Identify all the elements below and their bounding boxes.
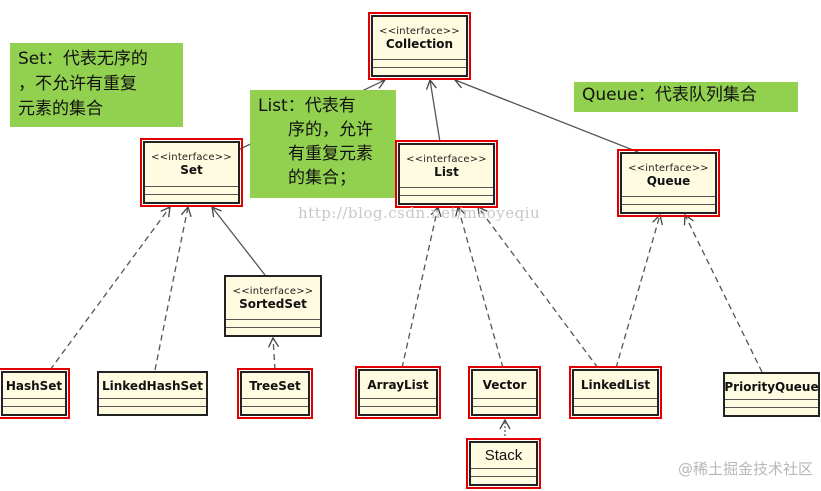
queue-note: Queue：代表队列集合: [574, 82, 798, 112]
set-header: <<interface>> Set: [145, 143, 238, 187]
queue-interface[interactable]: <<interface>> Queue: [617, 149, 720, 217]
linkedlist-header: LinkedList: [574, 371, 657, 399]
attributes-compartment: [725, 400, 818, 408]
edge-linkedhashset-set: [154, 205, 192, 371]
attributes-compartment: [360, 399, 436, 407]
methods-compartment: [725, 408, 818, 415]
priorityqueue-header: PriorityQueue: [724, 374, 819, 400]
edge-priorityqueue-queue: [683, 213, 763, 373]
class-name: SortedSet: [239, 296, 307, 311]
attributes-compartment: [574, 399, 657, 407]
vector-class[interactable]: Vector: [468, 366, 541, 419]
class-name: PriorityQueue: [724, 379, 819, 394]
set-interface[interactable]: <<interface>> Set: [140, 138, 243, 207]
collection-header: <<interface>> Collection: [373, 17, 466, 60]
stereotype-label: <<interface>>: [406, 153, 487, 165]
hashset-class[interactable]: HashSet: [0, 368, 70, 419]
priorityqueue-class[interactable]: PriorityQueue: [723, 372, 820, 417]
stereotype-label: <<interface>>: [628, 162, 709, 174]
list-note-line-3: 有重复元素: [288, 144, 373, 164]
class-name: Collection: [385, 36, 454, 51]
collection-interface[interactable]: <<interface>> Collection: [368, 12, 471, 80]
attributes-compartment: [400, 188, 493, 196]
corner-watermark: @稀土掘金技术社区: [677, 460, 813, 478]
methods-compartment: [622, 205, 715, 212]
class-name: List: [434, 164, 459, 179]
edge-linkedlist-queue: [615, 213, 663, 369]
methods-compartment: [574, 407, 657, 414]
methods-compartment: [473, 407, 536, 414]
class-name: Set: [180, 163, 203, 177]
class-name: Stack: [484, 447, 523, 464]
class-name: HashSet: [5, 378, 63, 393]
attributes-compartment: [99, 399, 206, 407]
queue-note-text: Queue：代表队列集合: [582, 85, 757, 105]
stereotype-label: <<interface>>: [232, 285, 314, 297]
methods-compartment: [400, 196, 493, 203]
stack-class[interactable]: Stack: [466, 438, 541, 489]
blog-watermark: http://blog.csdn.net/maoyeqiu: [298, 204, 541, 222]
linkedhashset-class[interactable]: LinkedHashSet: [97, 371, 208, 416]
methods-compartment: [242, 407, 308, 414]
list-interface[interactable]: <<interface>> List: [395, 140, 498, 208]
attributes-compartment: [622, 197, 715, 205]
list-note-line-1: List：代表有: [258, 96, 356, 116]
attributes-compartment: [242, 399, 308, 407]
arraylist-class[interactable]: ArrayList: [355, 366, 441, 419]
class-name: LinkedHashSet: [101, 378, 204, 393]
edge-hashset-set: [49, 205, 171, 371]
set-note-line-2: ，不允许有重复: [18, 74, 137, 94]
methods-compartment: [3, 407, 65, 414]
list-note-line-4: 的集合；: [288, 168, 356, 188]
list-note: List：代表有 序的，允许 有重复元素 的集合；: [250, 90, 396, 198]
methods-compartment: [99, 407, 206, 414]
treeset-header: TreeSet: [242, 373, 308, 399]
class-name: LinkedList: [580, 377, 651, 392]
attributes-compartment: [3, 399, 65, 407]
class-name: Queue: [646, 173, 691, 188]
attributes-compartment: [373, 60, 466, 68]
edge-sortedset-set: [211, 205, 266, 276]
attributes-compartment: [145, 187, 238, 195]
class-name: TreeSet: [249, 378, 301, 393]
methods-compartment: [360, 407, 436, 414]
stereotype-label: <<interface>>: [379, 25, 460, 37]
edge-treeset-sortedset: [267, 336, 280, 371]
attributes-compartment: [471, 469, 536, 477]
methods-compartment: [373, 68, 466, 75]
edge-list-collection: [425, 78, 441, 143]
methods-compartment: [145, 195, 238, 202]
list-header: <<interface>> List: [400, 145, 493, 188]
methods-compartment: [226, 328, 320, 335]
edge-arraylist-list: [401, 205, 442, 369]
queue-header: <<interface>> Queue: [622, 154, 715, 197]
attributes-compartment: [226, 320, 320, 328]
sortedset-interface[interactable]: <<interface>> SortedSet: [224, 275, 322, 337]
set-note: Set：代表无序的 ，不允许有重复 元素的集合: [10, 43, 183, 127]
set-note-line-3: 元素的集合: [18, 99, 103, 119]
stereotype-label: <<interface>>: [151, 152, 232, 163]
linkedlist-class[interactable]: LinkedList: [569, 366, 662, 419]
attributes-compartment: [473, 399, 536, 407]
class-name: Vector: [482, 377, 527, 392]
edge-linkedlist-list: [477, 205, 599, 369]
class-name: ArrayList: [367, 377, 429, 392]
arraylist-header: ArrayList: [360, 371, 436, 399]
vector-header: Vector: [473, 371, 536, 399]
set-note-line-1: Set：代表无序的: [18, 49, 148, 69]
stack-header: Stack: [471, 443, 536, 469]
treeset-class[interactable]: TreeSet: [237, 368, 313, 419]
methods-compartment: [471, 477, 536, 484]
list-note-line-2: 序的，允许: [288, 120, 373, 140]
linkedhashset-header: LinkedHashSet: [99, 373, 206, 399]
edge-vector-list: [454, 205, 504, 369]
sortedset-header: <<interface>> SortedSet: [226, 277, 320, 320]
hashset-header: HashSet: [3, 373, 65, 399]
